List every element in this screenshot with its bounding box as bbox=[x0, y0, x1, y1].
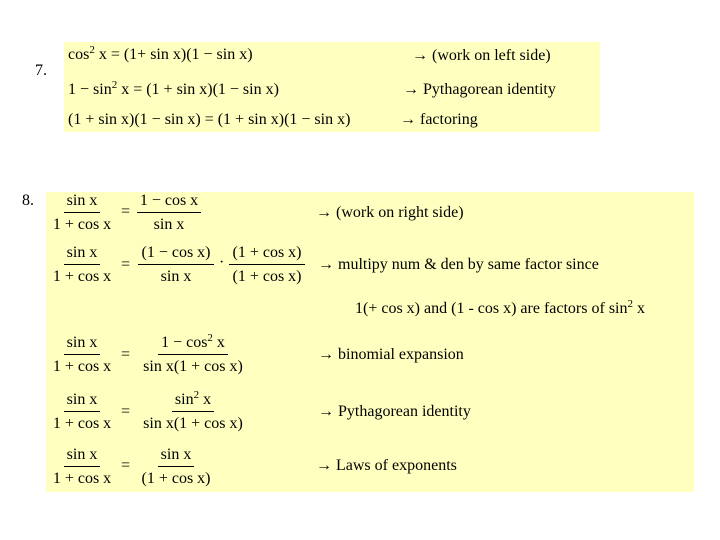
r1-lhs-num: sin x bbox=[63, 190, 101, 213]
p7-line-3-note: → factoring bbox=[400, 111, 478, 128]
r2-lhs-fraction: sin x 1 + cos x bbox=[52, 244, 112, 285]
problem-7-number: 7. bbox=[35, 62, 47, 79]
r3-equals: = bbox=[121, 346, 131, 363]
problem-7-panel bbox=[64, 42, 600, 132]
r2-equals: = bbox=[121, 256, 131, 273]
p7-line-2-equation: 1 − sin2 x = (1 + sin x)(1 − sin x) bbox=[68, 79, 279, 99]
r1-equals: = bbox=[121, 203, 131, 220]
r5-lhs-fraction: sin x 1 + cos x bbox=[52, 446, 112, 487]
r2-rhs-fraction-2: (1 + cos x) (1 + cos x) bbox=[225, 242, 309, 289]
p7-line-1-equation: cos2 x = (1+ sin x)(1 − sin x) bbox=[68, 44, 253, 64]
r2-rhs-fraction-1: (1 − cos x) sin x bbox=[134, 242, 218, 289]
problem-8-number: 8. bbox=[22, 192, 34, 209]
r5-rhs-fraction: sin x (1 + cos x) bbox=[141, 446, 211, 487]
r3-rhs-fraction: 1 − cos2 x sin x(1 + cos x) bbox=[143, 332, 243, 376]
r4-lhs-fraction: sin x 1 + cos x bbox=[52, 391, 112, 432]
r3-lhs-fraction: sin x 1 + cos x bbox=[52, 334, 112, 375]
p7-line-2-note: → Pythagorean identity bbox=[403, 81, 556, 98]
r3-note: → binomial expansion bbox=[318, 346, 464, 363]
p7-line-1-note: → (work on left side) bbox=[412, 47, 551, 64]
r1-lhs-fraction: sin x 1 + cos x bbox=[46, 190, 118, 237]
problem-8-panel bbox=[46, 192, 694, 492]
r5-note: → Laws of exponents bbox=[316, 457, 457, 474]
r4-equals: = bbox=[121, 403, 131, 420]
r4-note: → Pythagorean identity bbox=[318, 403, 471, 420]
r2-note-continuation: 1(+ cos x) and (1 - cos x) are factors o… bbox=[355, 298, 645, 318]
r2-note: → multipy num & den by same factor since bbox=[318, 256, 599, 273]
r4-rhs-fraction: sin2 x sin x(1 + cos x) bbox=[143, 389, 243, 433]
r5-equals: = bbox=[121, 457, 131, 474]
r2-times-dot: · bbox=[219, 254, 225, 271]
r1-note: → (work on right side) bbox=[316, 204, 464, 221]
r1-lhs-den: 1 + cos x bbox=[52, 216, 112, 233]
p7-line-3-equation: (1 + sin x)(1 − sin x) = (1 + sin x)(1 −… bbox=[68, 111, 351, 128]
r1-rhs-fraction: 1 − cos x sin x bbox=[132, 190, 206, 237]
